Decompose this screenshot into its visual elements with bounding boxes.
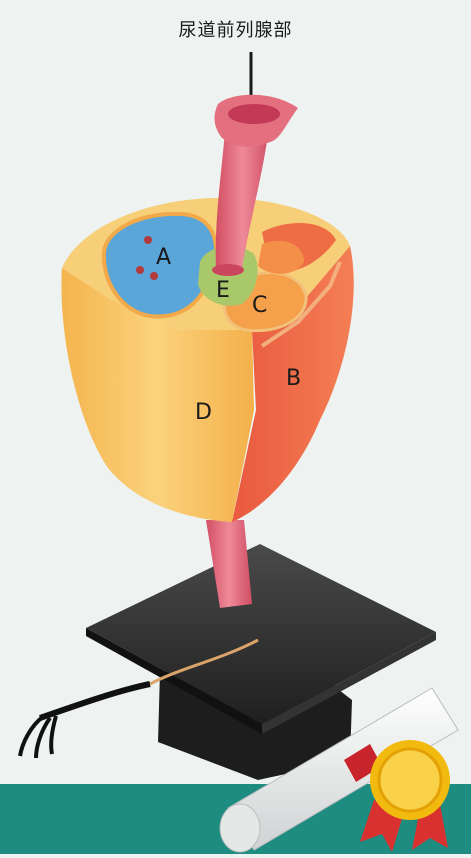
region-label-d: D [195, 400, 212, 425]
duct-dot [150, 272, 158, 280]
urethra-opening [212, 264, 244, 276]
region-label-b: B [286, 366, 301, 391]
title-label: 尿道前列腺部 [0, 16, 471, 42]
region-label-a: A [156, 245, 171, 270]
region-label-e: E [216, 278, 230, 303]
duct-dot [136, 266, 144, 274]
duct-dot [144, 236, 152, 244]
region-label-c: C [252, 293, 267, 318]
urethra-lumen [228, 104, 280, 124]
